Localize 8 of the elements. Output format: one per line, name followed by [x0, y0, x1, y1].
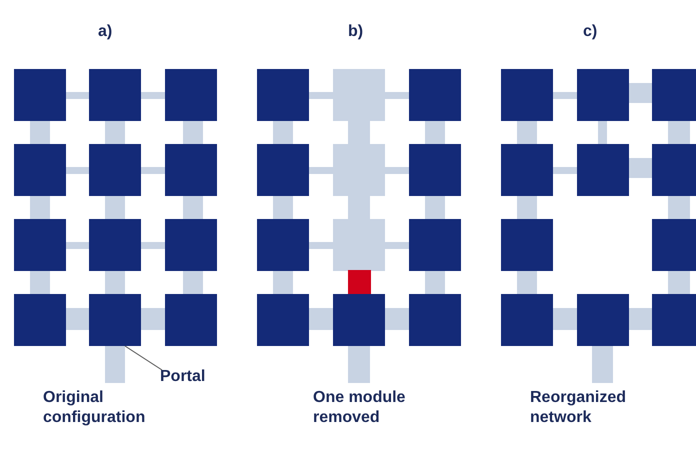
panel-caption: Original configuration: [43, 388, 146, 428]
portal-bar: [105, 346, 125, 383]
callout-text: Portal: [160, 367, 206, 387]
panel-caption: One module removed: [313, 388, 406, 428]
panel-label: a): [98, 22, 112, 42]
panel-label: b): [348, 22, 364, 42]
panel-caption: Reorganized network: [530, 388, 628, 428]
panel-label: c): [583, 22, 598, 42]
